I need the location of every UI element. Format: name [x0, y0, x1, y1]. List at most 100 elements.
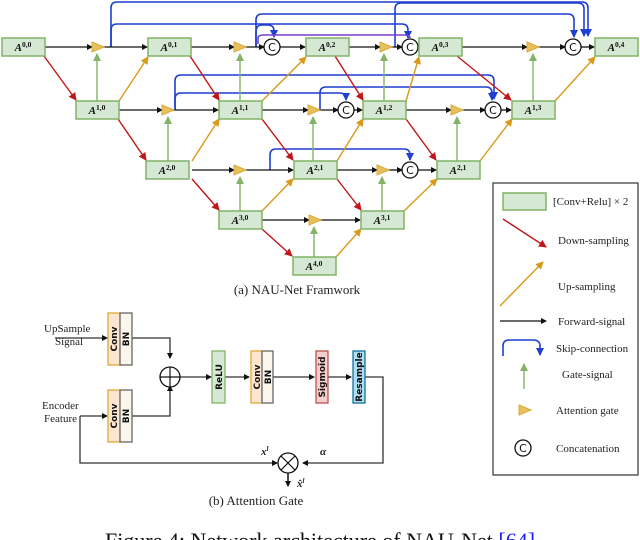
node-label: A0,3 [431, 40, 449, 54]
conv-relu-block [360, 210, 405, 230]
concatenation-icon: C [401, 161, 419, 179]
skip-connection [174, 74, 498, 110]
node-superscript: 2,0 [166, 163, 176, 172]
signal-label: Signal [55, 336, 83, 348]
concatenation-nodes: C C C C C C [263, 38, 582, 179]
node-base: A [160, 42, 168, 54]
node-a11: A1,1 [218, 100, 263, 120]
sigmoid-label: Sigmoid [318, 356, 328, 397]
conv-label: Conv [110, 326, 120, 351]
attention-gate-icon [308, 214, 323, 226]
attention-gate-icon [376, 164, 391, 176]
up-sampling-arrow-icon [499, 261, 544, 307]
node-a22: A2,1 [436, 160, 481, 180]
attention-gate-icon [161, 104, 176, 116]
legend-label: Down-sampling [558, 235, 629, 247]
node-base: A [373, 215, 381, 227]
node-superscript: 0,4 [615, 40, 625, 49]
legend-label: Skip-connection [556, 343, 629, 355]
node-superscript: 0,0 [22, 40, 32, 49]
node-a00: A0,0 [1, 37, 46, 57]
node-base: A [231, 215, 239, 227]
conv-relu-block [147, 37, 192, 57]
multiply-operator-icon [277, 452, 299, 474]
node-base: A [231, 105, 239, 117]
node-a04: A0,4 [594, 37, 639, 57]
node-base: A [158, 165, 166, 177]
upsample-label: UpSample [44, 323, 91, 335]
conv-relu-block [218, 210, 263, 230]
node-label: A3,1 [373, 213, 391, 227]
node-superscript: 1,1 [239, 103, 249, 112]
skip-connection [110, 23, 412, 47]
node-base: A [306, 165, 314, 177]
legend: [Conv+Relu] × 2 Down-sampling Up-samplin… [492, 182, 639, 476]
conv-relu-block [292, 256, 337, 276]
conv-relu-block [145, 160, 190, 180]
skip-connection-purple [257, 34, 411, 44]
concat-symbol: C [406, 41, 414, 54]
x-l-label: xl [260, 445, 269, 458]
conv-label: Conv [253, 364, 263, 389]
legend-label: Concatenation [556, 443, 620, 455]
concatenation-icon: C [564, 38, 582, 56]
node-superscript: 2,1 [457, 163, 467, 172]
figure-caption: Figure 4: Network architecture of NAU-Ne… [105, 528, 535, 540]
bn-label: BN [264, 370, 274, 384]
concat-symbol: C [519, 442, 527, 455]
node-label: A0,0 [14, 40, 32, 54]
citation-link[interactable]: [64] [498, 528, 535, 540]
node-superscript: 0,2 [326, 40, 336, 49]
node-a20: A2,0 [145, 160, 190, 180]
node-base: A [305, 261, 313, 273]
node-a10: A1,0 [75, 100, 120, 120]
skip-connection [319, 86, 496, 110]
node-a30: A3,0 [218, 210, 263, 230]
down-sampling-arrow-icon [502, 218, 547, 248]
skip-connection [110, 1, 592, 47]
conv-relu-block [293, 160, 338, 180]
attention-gate-diagram: UpSample Signal Encoder Feature [42, 312, 384, 508]
legend-frame [492, 182, 639, 476]
node-label: A1,1 [231, 103, 249, 117]
node-superscript: 3,1 [381, 213, 391, 222]
node-base: A [449, 165, 457, 177]
relu-label: ReLU [215, 364, 225, 390]
feature-label: Feature [44, 413, 77, 425]
node-a01: A0,1 [147, 37, 192, 57]
attention-gate-icon [307, 104, 322, 116]
node-label: A1,3 [524, 103, 542, 117]
x-hat-label: x̂l [296, 477, 305, 490]
attention-gate-icon [233, 41, 248, 53]
node-base: A [524, 105, 532, 117]
conv-bn-block-mid: Conv BN [250, 350, 274, 404]
conv-relu-block [75, 100, 120, 120]
node-superscript: 1,0 [96, 103, 106, 112]
node-label: A4,0 [305, 259, 323, 273]
node-label: A0,2 [318, 40, 336, 54]
sigmoid-block: Sigmoid [315, 350, 329, 404]
node-label: A0,4 [607, 40, 625, 54]
bn-label: BN [122, 409, 132, 423]
node-superscript: 3,0 [239, 213, 249, 222]
attention-gate-icon [379, 41, 394, 53]
skip-connection [174, 92, 350, 110]
alpha-label: α [320, 446, 327, 458]
attention-gate-icon [526, 41, 541, 53]
gate-signal-arrows [93, 53, 537, 257]
node-label: A2,1 [306, 163, 324, 177]
concatenation-icon: C [263, 38, 281, 56]
legend-label: Attention gate [556, 405, 619, 417]
legend-label: [Conv+Relu] × 2 [553, 196, 628, 208]
concat-symbol: C [406, 164, 414, 177]
resample-label: Resample [355, 352, 365, 401]
skip-connection [394, 2, 588, 47]
attention-gate-icon [233, 164, 248, 176]
node-a02: A0,2 [305, 37, 350, 57]
node-base: A [318, 42, 326, 54]
legend-label: Forward-signal [558, 316, 625, 328]
conv-relu-block [511, 100, 556, 120]
conv-relu-block [362, 100, 407, 120]
conv-bn-block-upsample: Conv BN [107, 312, 133, 366]
